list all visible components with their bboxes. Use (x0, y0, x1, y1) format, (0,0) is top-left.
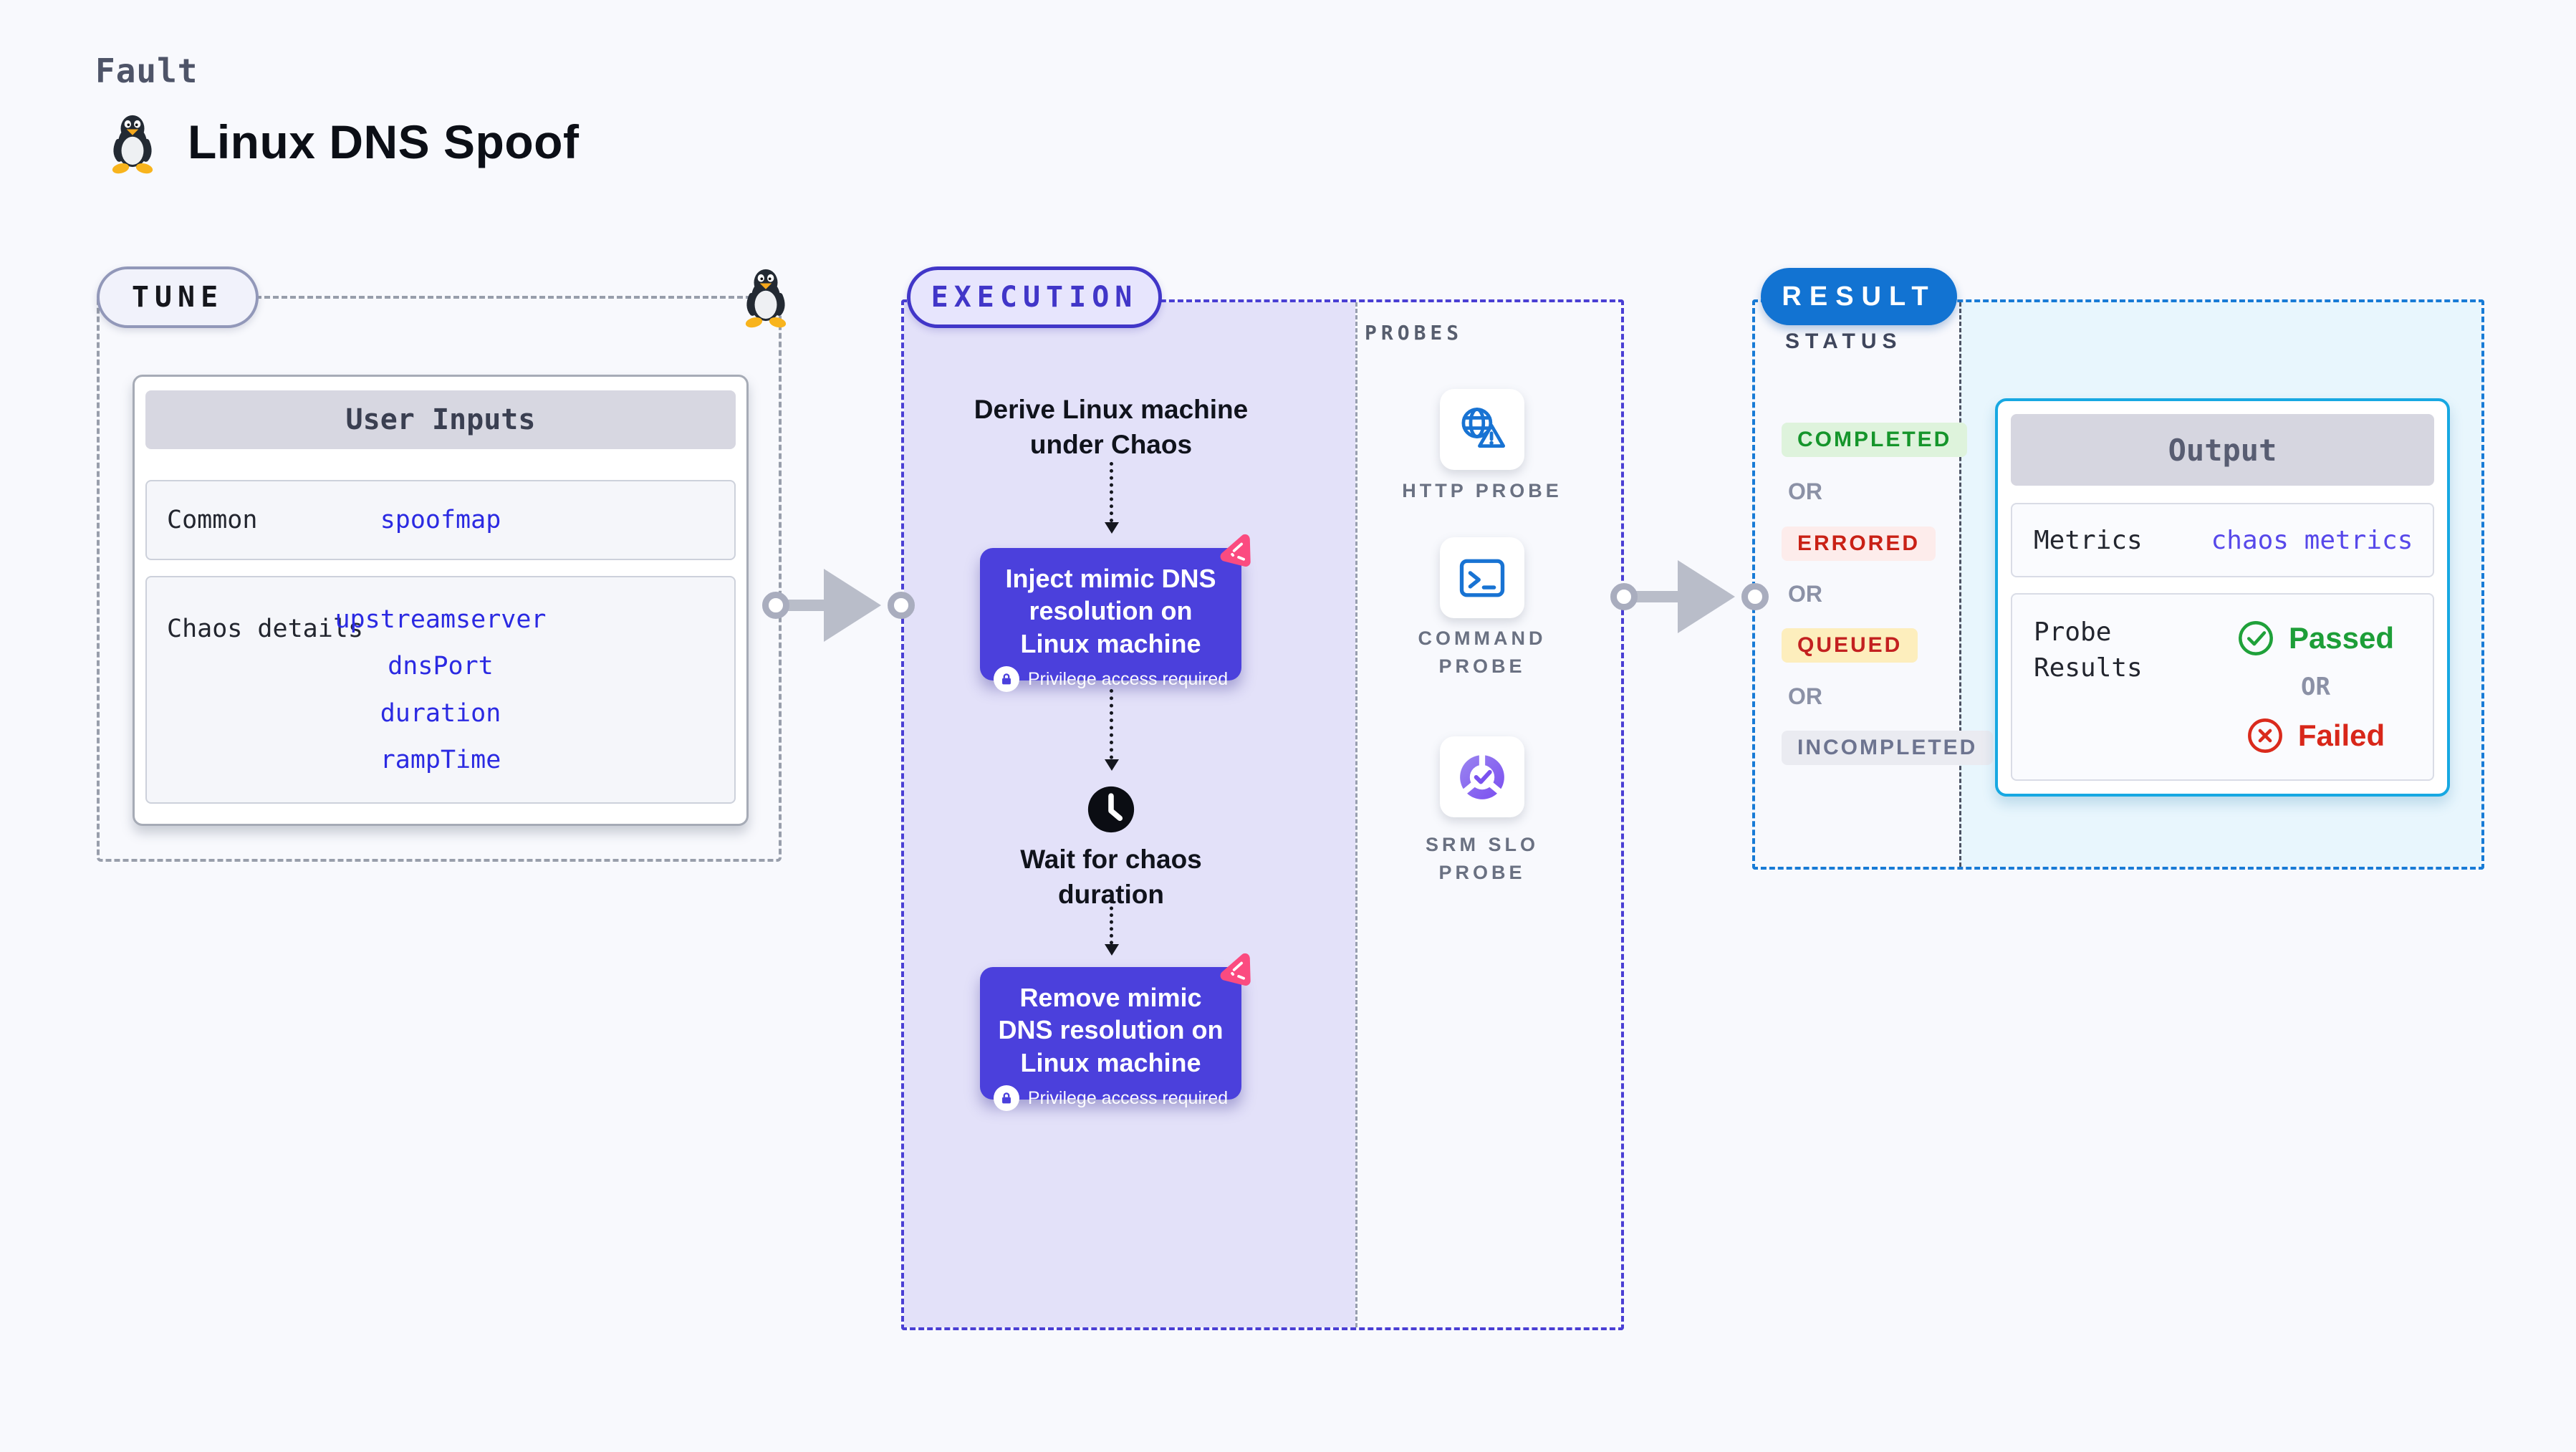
metrics-label: Metrics (2034, 525, 2143, 555)
connector-dot (1741, 583, 1769, 610)
result-badge: RESULT (1761, 268, 1957, 325)
chaos-spark-icon (1220, 953, 1251, 986)
or-separator: OR (1788, 479, 1822, 504)
metrics-row: Metrics chaos metrics (2011, 503, 2434, 577)
slo-check-icon (1460, 753, 1504, 799)
srm-slo-probe-card (1440, 736, 1524, 817)
remove-step-label: Remove mimic DNS resolution on Linux mac… (998, 983, 1224, 1077)
user-inputs-header: User Inputs (145, 390, 736, 449)
input-row-common: Common spoofmap (145, 480, 736, 560)
privilege-label: Privilege access required (1027, 668, 1229, 689)
passed-result: Passed (2237, 620, 2394, 657)
input-value: rampTime (380, 745, 501, 774)
derive-step-label: Derive Linux machine under Chaos (974, 395, 1249, 459)
remove-step-node: Remove mimic DNS resolution on Linux mac… (980, 967, 1241, 1112)
execution-badge: EXECUTION (907, 266, 1162, 328)
status-errored-badge: ERRORED (1782, 527, 1936, 561)
execution-to-result-arrow (1610, 557, 1769, 636)
http-probe-label: HTTP PROBE (1402, 480, 1562, 501)
command-probe-label: COMMAND PROBE (1418, 628, 1547, 678)
page-header: Linux DNS Spoof (109, 109, 579, 175)
or-separator: OR (1788, 683, 1822, 709)
failed-label: Failed (2297, 718, 2385, 752)
x-circle-icon (2247, 718, 2282, 753)
command-probe-card (1440, 537, 1524, 618)
tux-penguin-icon (745, 269, 787, 328)
fault-kicker: Fault (95, 52, 198, 90)
or-separator: OR (1788, 581, 1822, 607)
probe-results-label: Probe Results (2034, 617, 2143, 683)
flow-arrow-down (1105, 689, 1119, 771)
check-circle-icon (2238, 621, 2273, 655)
status-incompleted-badge: INCOMPLETED (1782, 731, 1994, 765)
flow-arrow-down (1105, 900, 1119, 956)
status-queued-badge: QUEUED (1782, 628, 1918, 663)
input-row-chaos-details: Chaos details upstreamserver dnsPort dur… (145, 576, 736, 804)
status-output-divider (1959, 302, 1961, 867)
clock-icon (1087, 786, 1135, 833)
tune-to-execution-arrow (762, 566, 915, 645)
srm-slo-probe-label: SRM SLO PROBE (1425, 834, 1539, 884)
connector-dot (762, 592, 789, 619)
globe-alert-icon (1461, 407, 1506, 448)
lock-icon (993, 666, 1019, 693)
tune-badge: TUNE (97, 266, 259, 328)
probe-results-row: Probe Results Passed OR Failed (2011, 593, 2434, 781)
wait-step-label: Wait for chaos duration (1020, 845, 1202, 909)
input-value: spoofmap (380, 506, 501, 534)
probes-label: PROBES (1365, 321, 1464, 345)
metrics-value: chaos metrics (2211, 525, 2413, 555)
inject-step-label: Inject mimic DNS resolution on Linux mac… (1005, 564, 1216, 658)
status-label: STATUS (1785, 330, 1903, 353)
probes-divider (1355, 302, 1357, 1327)
connector-dot (1610, 583, 1638, 610)
input-value: dnsPort (388, 652, 494, 681)
input-row-label: Common (167, 506, 258, 534)
privilege-label: Privilege access required (1027, 1087, 1229, 1108)
terminal-icon (1459, 559, 1505, 597)
input-value: duration (380, 698, 501, 728)
http-probe-card (1440, 389, 1524, 470)
input-value: upstreamserver (335, 605, 547, 635)
input-row-label: Chaos details (167, 615, 363, 643)
status-completed-badge: COMPLETED (1782, 423, 1968, 457)
chaos-spark-icon (1220, 534, 1251, 567)
tune-section-box (97, 296, 782, 862)
flow-arrow-down (1105, 462, 1119, 534)
lock-icon (993, 1085, 1019, 1112)
connector-dot (888, 592, 915, 619)
inject-step-node: Inject mimic DNS resolution on Linux mac… (980, 548, 1241, 693)
output-header: Output (2011, 414, 2434, 486)
failed-result: Failed (2246, 717, 2385, 754)
page-title: Linux DNS Spoof (188, 115, 580, 168)
passed-label: Passed (2288, 621, 2395, 655)
or-separator: OR (2301, 673, 2330, 701)
tux-penguin-icon (112, 115, 153, 174)
